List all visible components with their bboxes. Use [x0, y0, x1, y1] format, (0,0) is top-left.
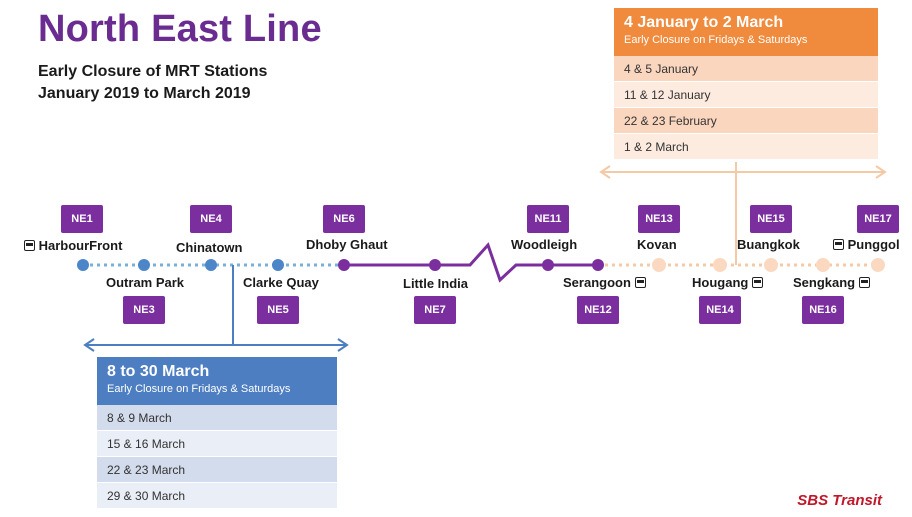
station-label-sengkang: Sengkang [793, 275, 870, 290]
bus-icon [751, 277, 763, 288]
station-dot-ne11[interactable] [542, 259, 554, 271]
badge-ne12: NE12 [577, 296, 619, 324]
station-label-harbourfront: HarbourFront [24, 238, 122, 253]
station-dot-ne6[interactable] [338, 259, 350, 271]
badge-ne16: NE16 [802, 296, 844, 324]
station-dot-ne17[interactable] [871, 258, 885, 272]
orange-arrowhead-left [599, 165, 611, 179]
panel-mar-subheading: Early Closure on Fridays & Saturdays [107, 383, 291, 395]
panel-mar-date-row: 8 & 9 March [97, 405, 337, 431]
station-dot-ne14[interactable] [713, 258, 727, 272]
bus-icon [858, 277, 870, 288]
station-dot-ne1[interactable] [77, 259, 89, 271]
badge-ne3: NE3 [123, 296, 165, 324]
station-dot-ne3[interactable] [138, 259, 150, 271]
station-label-outram-park: Outram Park [106, 275, 185, 290]
panel-mar-date-row: 22 & 23 March [97, 457, 337, 483]
subtitle-line-2: January 2019 to March 2019 [38, 85, 251, 102]
station-label-chinatown: Chinatown [176, 240, 243, 255]
badge-ne6: NE6 [323, 205, 365, 233]
panel-mar-date-row: 29 & 30 March [97, 483, 337, 509]
badge-ne13: NE13 [638, 205, 680, 233]
sbs-transit-logo: SBS Transit [797, 492, 882, 509]
segment-ne6-ne12 [344, 242, 598, 283]
bus-icon [634, 277, 646, 288]
station-dot-ne5[interactable] [272, 259, 284, 271]
badge-ne1: NE1 [61, 205, 103, 233]
station-dot-ne13[interactable] [652, 258, 666, 272]
station-dot-ne4[interactable] [205, 259, 217, 271]
station-label-clarke-quay: Clarke Quay [243, 275, 319, 290]
panel-mar-date-row: 15 & 16 March [97, 431, 337, 457]
panel-jan-header: 4 January to 2 March Early Closure on Fr… [614, 8, 878, 56]
panel-jan-date-row: 4 & 5 January [614, 56, 878, 82]
station-label-hougang: Hougang [692, 275, 763, 290]
badge-ne11: NE11 [527, 205, 569, 233]
blue-arrowhead-right [337, 338, 349, 352]
badge-ne7: NE7 [414, 296, 456, 324]
panel-jan-to-mar: 4 January to 2 March Early Closure on Fr… [614, 8, 878, 160]
panel-jan-date-row: 1 & 2 March [614, 134, 878, 160]
badge-ne17: NE17 [857, 205, 899, 233]
page-subtitle: Early Closure of MRT Stations January 20… [38, 61, 267, 105]
bus-icon [24, 240, 35, 251]
blue-arrowhead-left [83, 338, 95, 352]
badge-ne5: NE5 [257, 296, 299, 324]
subtitle-line-1: Early Closure of MRT Stations [38, 63, 268, 80]
station-label-serangoon: Serangoon [563, 275, 646, 290]
panel-mar-header: 8 to 30 March Early Closure on Fridays &… [97, 357, 337, 405]
station-dot-ne15[interactable] [764, 258, 778, 272]
station-label-punggol: Punggol [833, 237, 900, 252]
station-label-kovan: Kovan [637, 237, 677, 252]
badge-ne4: NE4 [190, 205, 232, 233]
station-label-woodleigh: Woodleigh [511, 237, 578, 252]
station-dot-ne7[interactable] [429, 259, 441, 271]
panel-mar-heading: 8 to 30 March [107, 363, 210, 380]
panel-jan-subheading: Early Closure on Fridays & Saturdays [624, 34, 808, 46]
panel-jan-date-row: 11 & 12 January [614, 82, 878, 108]
station-dot-ne12[interactable] [592, 259, 604, 271]
badge-ne14: NE14 [699, 296, 741, 324]
panel-march: 8 to 30 March Early Closure on Fridays &… [97, 357, 337, 509]
panel-jan-heading: 4 January to 2 March [624, 14, 784, 31]
station-label-little-india: Little India [403, 276, 468, 291]
page-title: North East Line [38, 8, 322, 50]
bus-icon [833, 239, 844, 250]
station-label-dhoby-ghaut: Dhoby Ghaut [306, 237, 388, 252]
orange-arrowhead-right [875, 165, 887, 179]
station-dot-ne16[interactable] [816, 258, 830, 272]
panel-jan-date-row: 22 & 23 February [614, 108, 878, 134]
badge-ne15: NE15 [750, 205, 792, 233]
station-label-buangkok: Buangkok [737, 237, 800, 252]
